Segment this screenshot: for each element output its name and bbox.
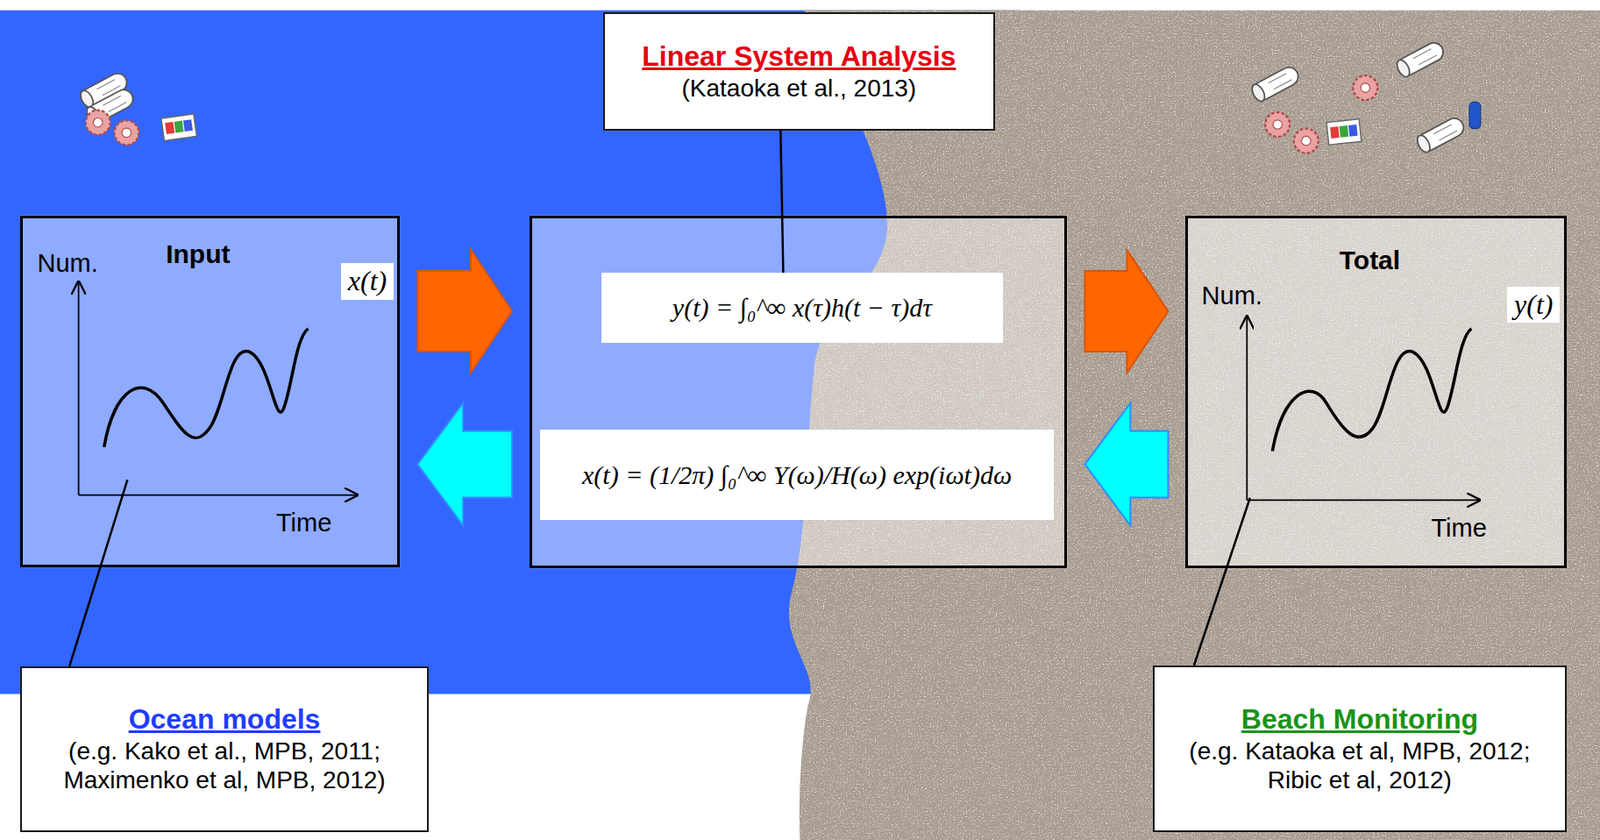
equation: y(t) = ∫₀^∞ x(τ)h(t − τ)dτ: [601, 272, 1003, 342]
axis-label: Time: [276, 507, 332, 538]
citation: (e.g. Kako et al., MPB, 2011; Maximenko …: [32, 736, 417, 795]
signal-curve: [1272, 328, 1472, 452]
input-panel: Input x(t) Num. Time: [20, 215, 400, 569]
debris-tire: [1265, 112, 1290, 137]
leader-line: [1194, 497, 1251, 666]
debris-log: [1394, 39, 1447, 79]
debris-tire: [113, 120, 139, 145]
axis-line: [78, 281, 80, 495]
axis-line: [1245, 316, 1248, 501]
panel-title: Input: [165, 238, 230, 270]
debris-tire: [1352, 75, 1378, 100]
total-panel: Total y(t) Num. Time: [1185, 215, 1566, 569]
debris-crate: [1326, 119, 1362, 145]
axis-label: Time: [1430, 512, 1487, 543]
panel-tint: [20, 215, 400, 569]
axis-line: [1246, 498, 1480, 501]
inverse-arrow: [417, 402, 512, 526]
inverse-arrow: [1084, 402, 1168, 526]
debris-tire: [85, 110, 111, 136]
panel-tint: [1185, 215, 1566, 569]
debris-crate: [161, 113, 197, 142]
callout-box: Ocean models(e.g. Kako et al., MPB, 2011…: [20, 666, 429, 832]
debris-tire: [1294, 128, 1319, 154]
axis-label: Num.: [37, 248, 99, 278]
callout-box: Beach Monitoring(e.g. Kataoka et al, MPB…: [1152, 665, 1566, 832]
citation: (Kataoka et al., 2013): [681, 73, 917, 103]
forward-arrow: [1084, 249, 1168, 373]
panel-title: Total: [1339, 244, 1401, 276]
forward-arrow: [417, 249, 512, 373]
leader-line: [780, 130, 783, 273]
callout-box: Linear System Analysis(Kataoka et al., 2…: [603, 12, 996, 131]
debris-log: [1415, 114, 1467, 155]
debris-bottle: [1469, 101, 1481, 128]
axis-line: [78, 494, 358, 497]
debris-log: [1249, 64, 1302, 104]
signal-curve: [104, 328, 309, 448]
system-box: y(t) = ∫₀^∞ x(τ)h(t − τ)dτ x(t) = (1/2π) …: [529, 215, 1067, 569]
callout-heading: Beach Monitoring: [1241, 703, 1479, 737]
signal-name: x(t): [341, 263, 394, 300]
leader-line: [69, 479, 128, 667]
citation: (e.g. Kataoka et al, MPB, 2012; Ribic et…: [1165, 736, 1554, 795]
axis-label: Num.: [1201, 280, 1263, 311]
panel-tint: [529, 215, 1067, 569]
callout-heading: Linear System Analysis: [641, 40, 956, 74]
callout-heading: Ocean models: [128, 703, 321, 737]
equation: x(t) = (1/2π) ∫₀^∞ Y(ω)/H(ω) exp(iωt)dω: [540, 429, 1053, 521]
signal-name: y(t): [1507, 286, 1560, 324]
